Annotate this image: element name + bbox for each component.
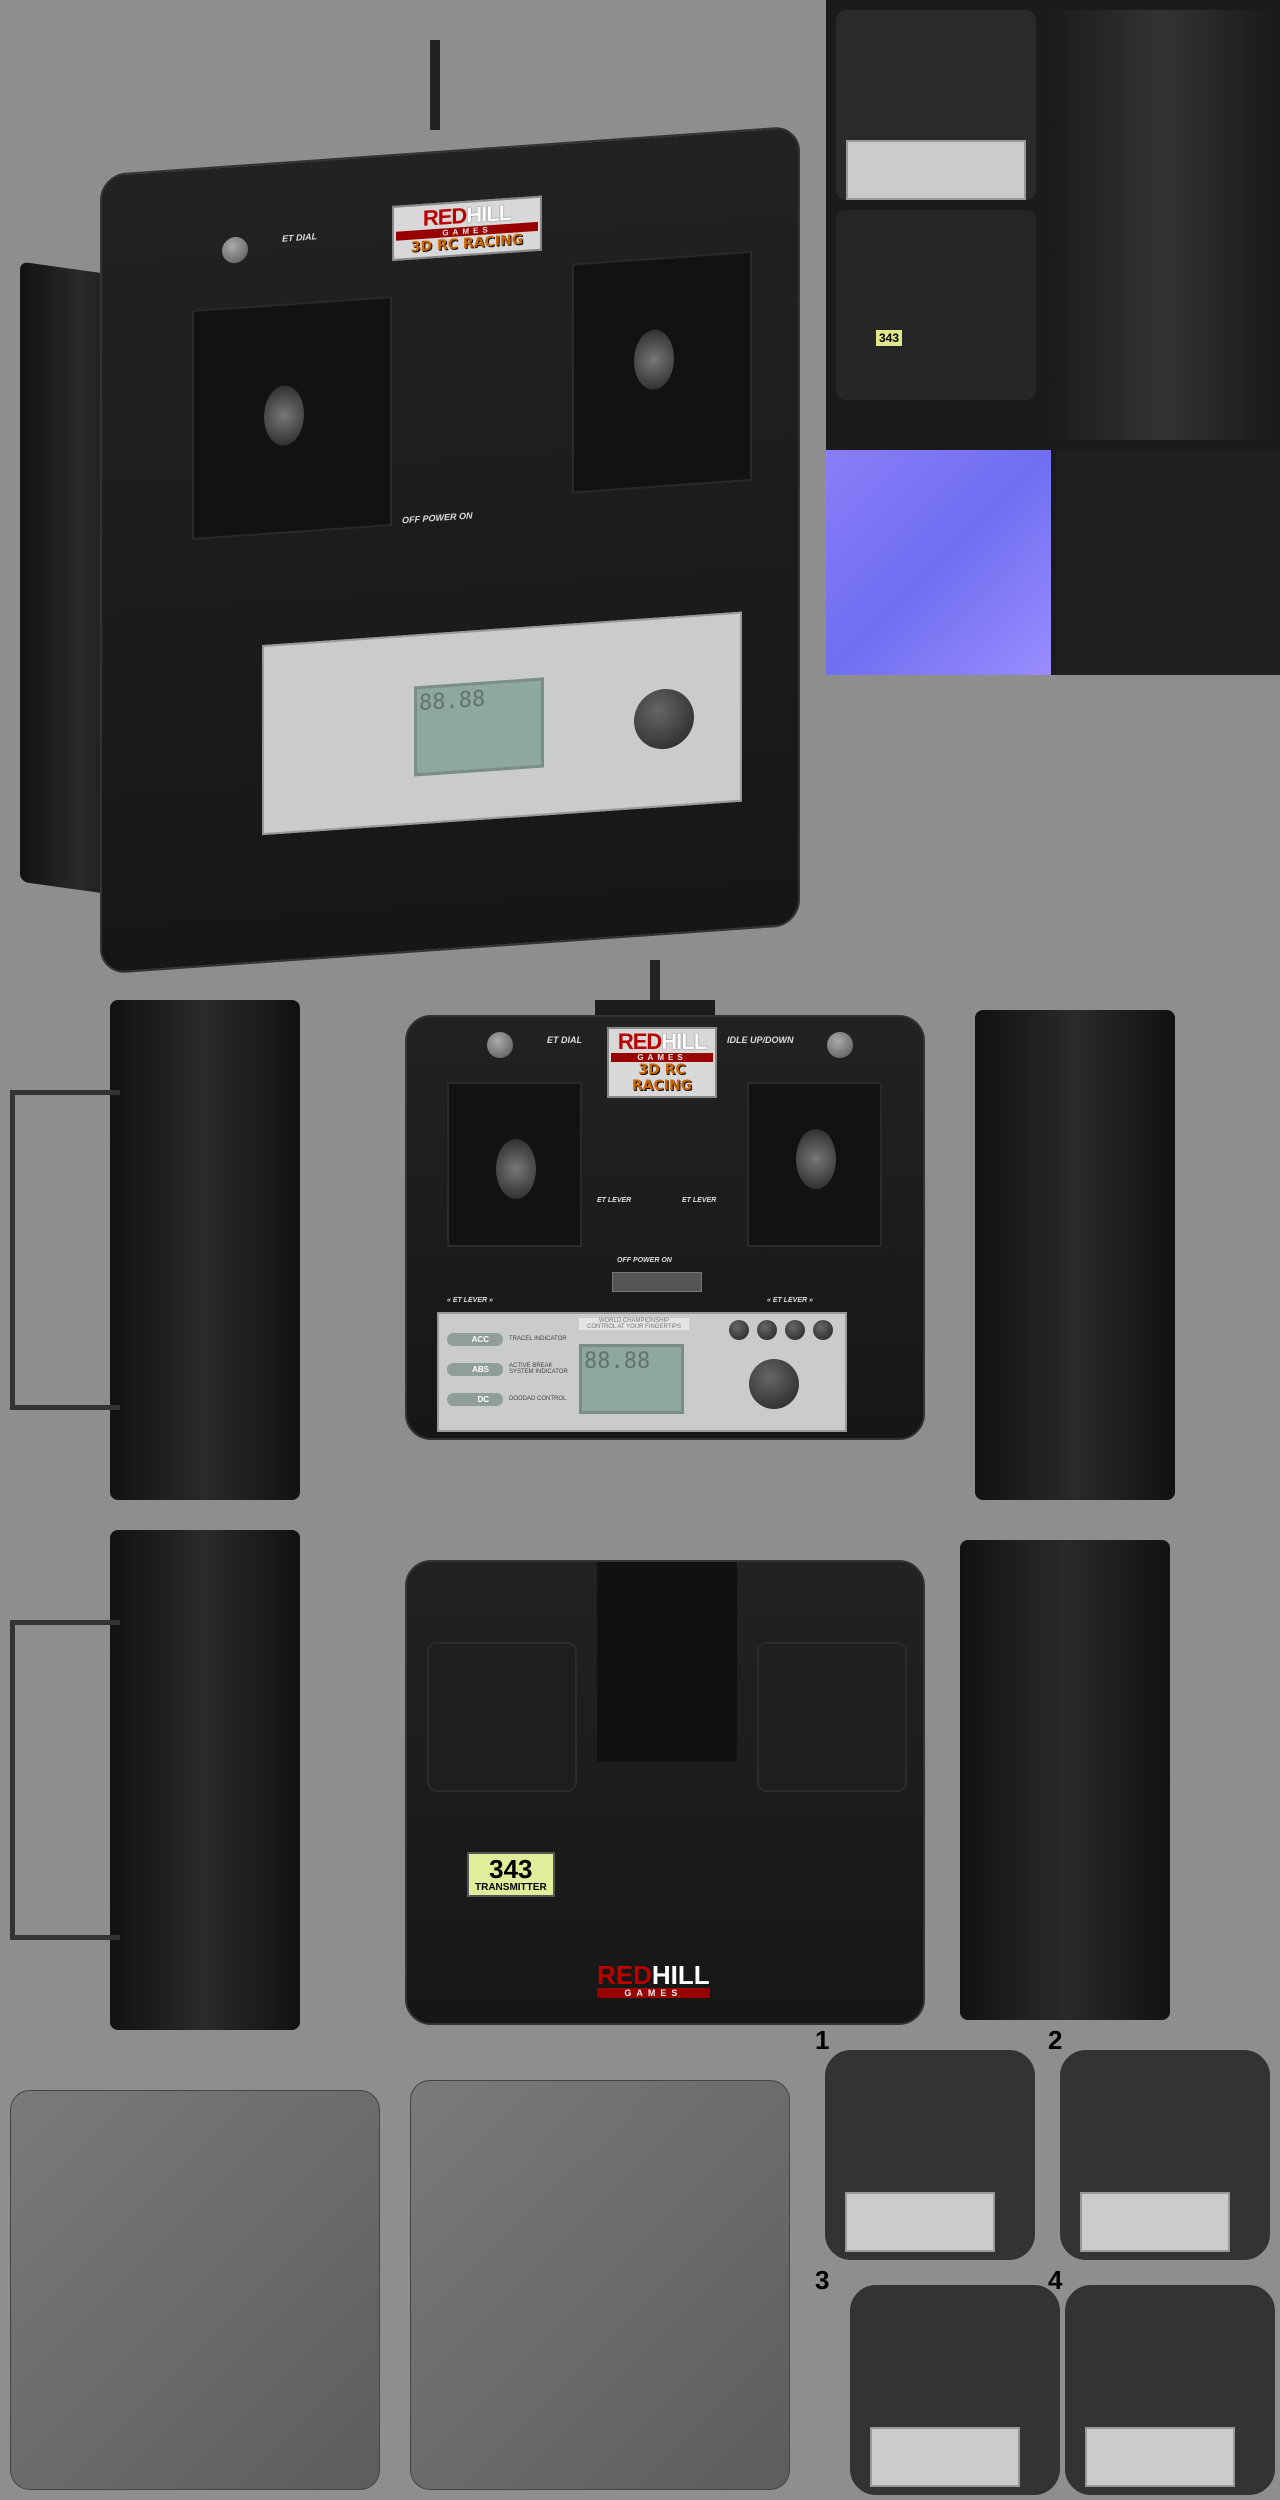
indicator-abs: ABS ACTIVE BREAK SYSTEM INDICATOR xyxy=(447,1354,569,1384)
variant-thumbnail[interactable] xyxy=(1060,2050,1270,2260)
back-view: 343 TRANSMITTER REDHILL GAMES xyxy=(405,1560,925,2025)
logo-red: RED xyxy=(617,1029,662,1054)
panel-button[interactable] xyxy=(813,1320,833,1340)
untextured-back-render xyxy=(410,2080,790,2490)
indicator-acc: ACC TRACEL INDICATOR xyxy=(447,1324,569,1354)
brand-logo: REDHILL GAMES 3D RC RACING xyxy=(392,195,542,262)
indicator-desc: TRACEL INDICATOR xyxy=(509,1336,567,1342)
lcd-display: 88.88 xyxy=(414,677,544,777)
left-side-view xyxy=(110,1000,300,1500)
right-side-view xyxy=(975,1010,1175,1500)
et-lever-label-left: ET LEVER xyxy=(597,1197,632,1204)
et-dial-label: ET DIAL xyxy=(282,231,317,244)
thumb-panel xyxy=(870,2427,1020,2487)
logo-red: RED xyxy=(597,1960,652,1990)
transmitter-badge: 343 TRANSMITTER xyxy=(467,1852,555,1897)
handle-left xyxy=(10,1090,120,1410)
variant-number: 4 xyxy=(1048,2265,1063,2295)
texture-badge: 343 xyxy=(876,330,903,346)
dial-button[interactable] xyxy=(749,1359,799,1409)
lcd-display: 88.88 xyxy=(579,1344,684,1414)
thumb-panel xyxy=(1080,2192,1230,2252)
texture-atlas: 343 xyxy=(826,0,1280,675)
badge-label: TRANSMITTER xyxy=(475,1882,547,1893)
brand-logo: REDHILL GAMES 3D RC RACING xyxy=(607,1027,717,1098)
dial-button[interactable] xyxy=(634,686,694,752)
button-row xyxy=(729,1320,833,1340)
logo-hill: HILL xyxy=(661,1029,707,1054)
left-side-back-view xyxy=(110,1530,300,2030)
perspective-render: REDHILL GAMES 3D RC RACING ET DIAL OFF P… xyxy=(20,40,800,975)
left-stick-pad xyxy=(192,296,392,541)
indicator-list: ACC TRACEL INDICATOR ABS ACTIVE BREAK SYST… xyxy=(447,1324,569,1414)
back-logo: REDHILL GAMES xyxy=(597,1962,710,1998)
antenna xyxy=(430,40,440,130)
indicator-label: ABS xyxy=(447,1362,503,1376)
power-label: OFF POWER ON xyxy=(402,510,473,526)
left-stick[interactable] xyxy=(264,384,304,448)
logo-subtitle: 3D RC RACING xyxy=(631,1062,693,1094)
texture-misc xyxy=(1046,10,1276,440)
logo-games: GAMES xyxy=(611,1053,713,1062)
et-lever-label-right: ET LEVER xyxy=(682,1197,717,1204)
handle-left-back xyxy=(10,1620,120,1940)
indicator-label: DC xyxy=(447,1392,503,1406)
control-panel: ACC TRACEL INDICATOR ABS ACTIVE BREAK SYST… xyxy=(437,1312,847,1432)
right-stick-pad xyxy=(747,1082,882,1247)
idle-label: IDLE UP/DOWN xyxy=(727,1035,794,1045)
et-dial-knob[interactable] xyxy=(222,236,248,264)
idle-knob[interactable] xyxy=(827,1032,853,1058)
untextured-front-render xyxy=(10,2090,380,2490)
battery-right xyxy=(757,1642,907,1792)
indicator-desc: DOODAD CONTROL xyxy=(509,1396,567,1402)
variant-number: 2 xyxy=(1048,2025,1063,2055)
variant-thumbnail[interactable] xyxy=(825,2050,1035,2260)
battery-cover xyxy=(597,1562,737,1762)
indicator-desc: ACTIVE BREAK SYSTEM INDICATOR xyxy=(509,1363,568,1375)
panel-button[interactable] xyxy=(729,1320,749,1340)
et-dial-label: ET DIAL xyxy=(547,1035,582,1045)
right-stick[interactable] xyxy=(796,1129,836,1189)
variant-thumbnail[interactable] xyxy=(1065,2285,1275,2495)
front-view: REDHILL GAMES 3D RC RACING ET DIAL IDLE … xyxy=(405,960,925,1480)
front-body: REDHILL GAMES 3D RC RACING ET DIAL OFF P… xyxy=(100,125,800,975)
variant-thumbnail[interactable] xyxy=(850,2285,1060,2495)
variant-number: 1 xyxy=(815,2025,830,2055)
variant-grid: 1 2 3 4 xyxy=(810,2025,1280,2500)
left-stick[interactable] xyxy=(496,1139,536,1199)
logo-games: GAMES xyxy=(597,1988,710,1998)
right-stick[interactable] xyxy=(634,328,674,392)
banner: WORLD CHAMPIONSHIP CONTROL AT YOUR FINGE… xyxy=(579,1318,689,1330)
power-label: OFF POWER ON xyxy=(617,1257,672,1264)
logo-hill: HILL xyxy=(466,199,512,228)
normal-map xyxy=(826,450,1051,675)
logo-hill: HILL xyxy=(651,1960,710,1990)
control-panel: 88.88 xyxy=(262,611,742,836)
texture-back: 343 xyxy=(836,210,1036,400)
texture-panel xyxy=(846,140,1026,200)
variant-number: 3 xyxy=(815,2265,830,2295)
right-stick-pad xyxy=(572,250,752,494)
badge-number: 343 xyxy=(489,1854,533,1884)
antenna xyxy=(650,960,660,1000)
lever-right: « ET LEVER » xyxy=(767,1297,813,1304)
thumb-panel xyxy=(1085,2427,1235,2487)
left-stick-pad xyxy=(447,1082,582,1247)
banner-title: WORLD CHAMPIONSHIP xyxy=(598,1318,670,1324)
indicator-dc: DC DOODAD CONTROL xyxy=(447,1384,569,1414)
ao-map xyxy=(1056,450,1280,675)
panel-button[interactable] xyxy=(785,1320,805,1340)
battery-left xyxy=(427,1642,577,1792)
indicator-label: ACC xyxy=(447,1332,503,1346)
et-dial-knob[interactable] xyxy=(487,1032,513,1058)
lever-left: « ET LEVER » xyxy=(447,1297,493,1304)
power-switch[interactable] xyxy=(612,1272,702,1292)
panel-button[interactable] xyxy=(757,1320,777,1340)
right-side-back-view xyxy=(960,1540,1170,2020)
banner-sub: CONTROL AT YOUR FINGERTIPS xyxy=(586,1324,682,1330)
front-body: REDHILL GAMES 3D RC RACING ET DIAL IDLE … xyxy=(405,1015,925,1440)
thumb-panel xyxy=(845,2192,995,2252)
